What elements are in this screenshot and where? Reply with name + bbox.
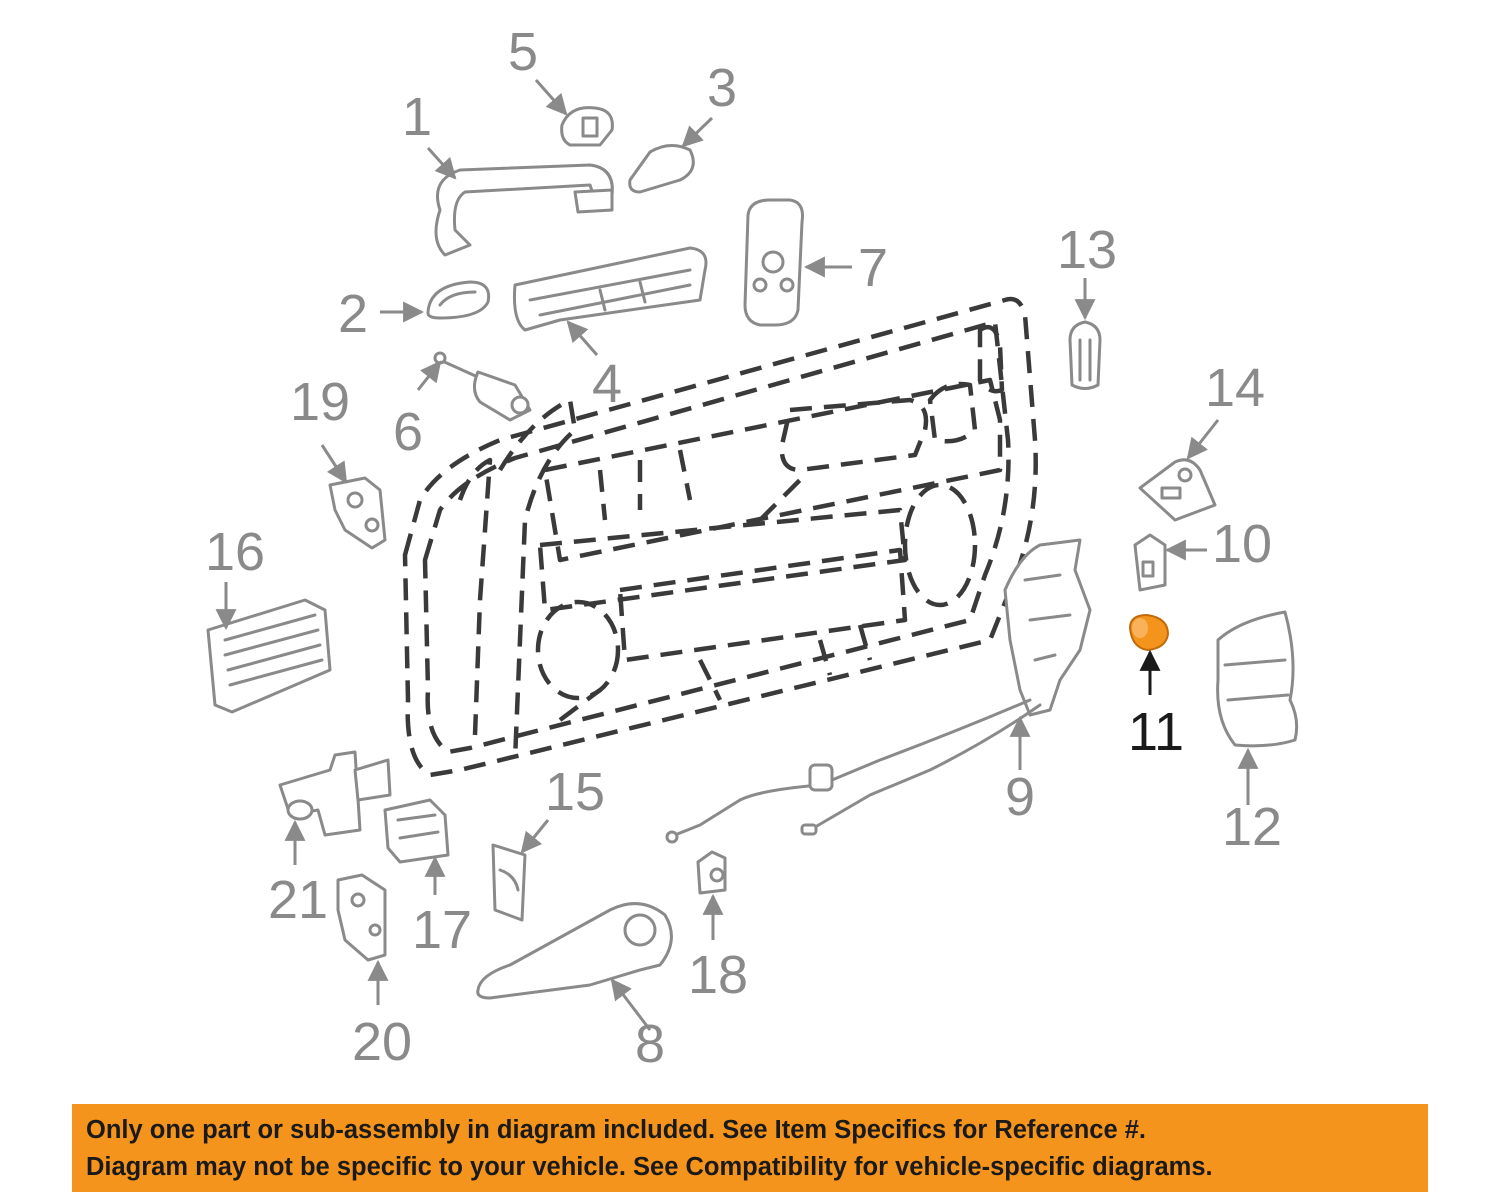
- callout-8: 8: [635, 1014, 665, 1074]
- part-clip: [696, 850, 727, 895]
- callout-18: 18: [688, 945, 748, 1005]
- callout-2: 2: [338, 284, 368, 344]
- callout-9: 9: [1005, 767, 1035, 827]
- part-escutcheon: [426, 280, 491, 320]
- part-key-fob: [743, 198, 804, 327]
- callout-5: 5: [508, 22, 538, 82]
- part-handle-carrier: [513, 246, 708, 332]
- part-bracket: [1133, 533, 1167, 592]
- callout-11: 11: [1128, 702, 1184, 762]
- callout-15: 15: [545, 762, 605, 822]
- part-striker-plate: [1138, 458, 1217, 522]
- part-motor: [383, 798, 450, 864]
- part-outside-handle: [434, 163, 614, 257]
- part-lower-hinge: [336, 873, 387, 962]
- callout-4: 4: [592, 354, 622, 414]
- callout-17: 17: [412, 900, 472, 960]
- callout-1: 1: [402, 87, 432, 147]
- callout-labels: 1 2 3 4 5 6 7 8 9 10 11 12 13 14 15 16 1…: [205, 22, 1282, 1074]
- parts-diagram: 1 2 3 4 5 6 7 8 9 10 11 12 13 14 15 16 1…: [205, 22, 1299, 1074]
- disclaimer-banner: Only one part or sub-assembly in diagram…: [72, 1104, 1428, 1192]
- callout-20: 20: [352, 1012, 412, 1072]
- callout-13: 13: [1057, 220, 1117, 280]
- callout-21: 21: [268, 870, 328, 930]
- part-upper-hinge: [328, 476, 387, 550]
- part-door-latch: [665, 538, 1092, 844]
- callout-14: 14: [1205, 358, 1265, 418]
- callout-7: 7: [858, 238, 888, 298]
- callout-10: 10: [1212, 514, 1272, 574]
- callout-16: 16: [205, 522, 265, 582]
- part-lock-cylinder: [433, 351, 532, 422]
- part-trim-panel: [1216, 610, 1299, 748]
- part-cover: [560, 106, 614, 147]
- callout-3: 3: [707, 58, 737, 118]
- leader-lines: [215, 79, 1259, 1031]
- door-shell-outline: [402, 296, 1038, 778]
- part-spacer: [491, 843, 527, 922]
- disclaimer-line-1: Only one part or sub-assembly in diagram…: [86, 1116, 1146, 1144]
- part-door-check: [278, 750, 392, 837]
- part-control-module: [206, 598, 332, 714]
- disclaimer-line-2: Diagram may not be specific to your vehi…: [86, 1153, 1213, 1181]
- callout-12: 12: [1222, 797, 1282, 857]
- callout-6: 6: [393, 402, 423, 462]
- part-inside-handle: [476, 902, 673, 1000]
- part-bumper-highlighted: [1128, 613, 1170, 652]
- callout-19: 19: [290, 372, 350, 432]
- part-cap: [628, 144, 695, 194]
- part-plug: [1068, 320, 1102, 390]
